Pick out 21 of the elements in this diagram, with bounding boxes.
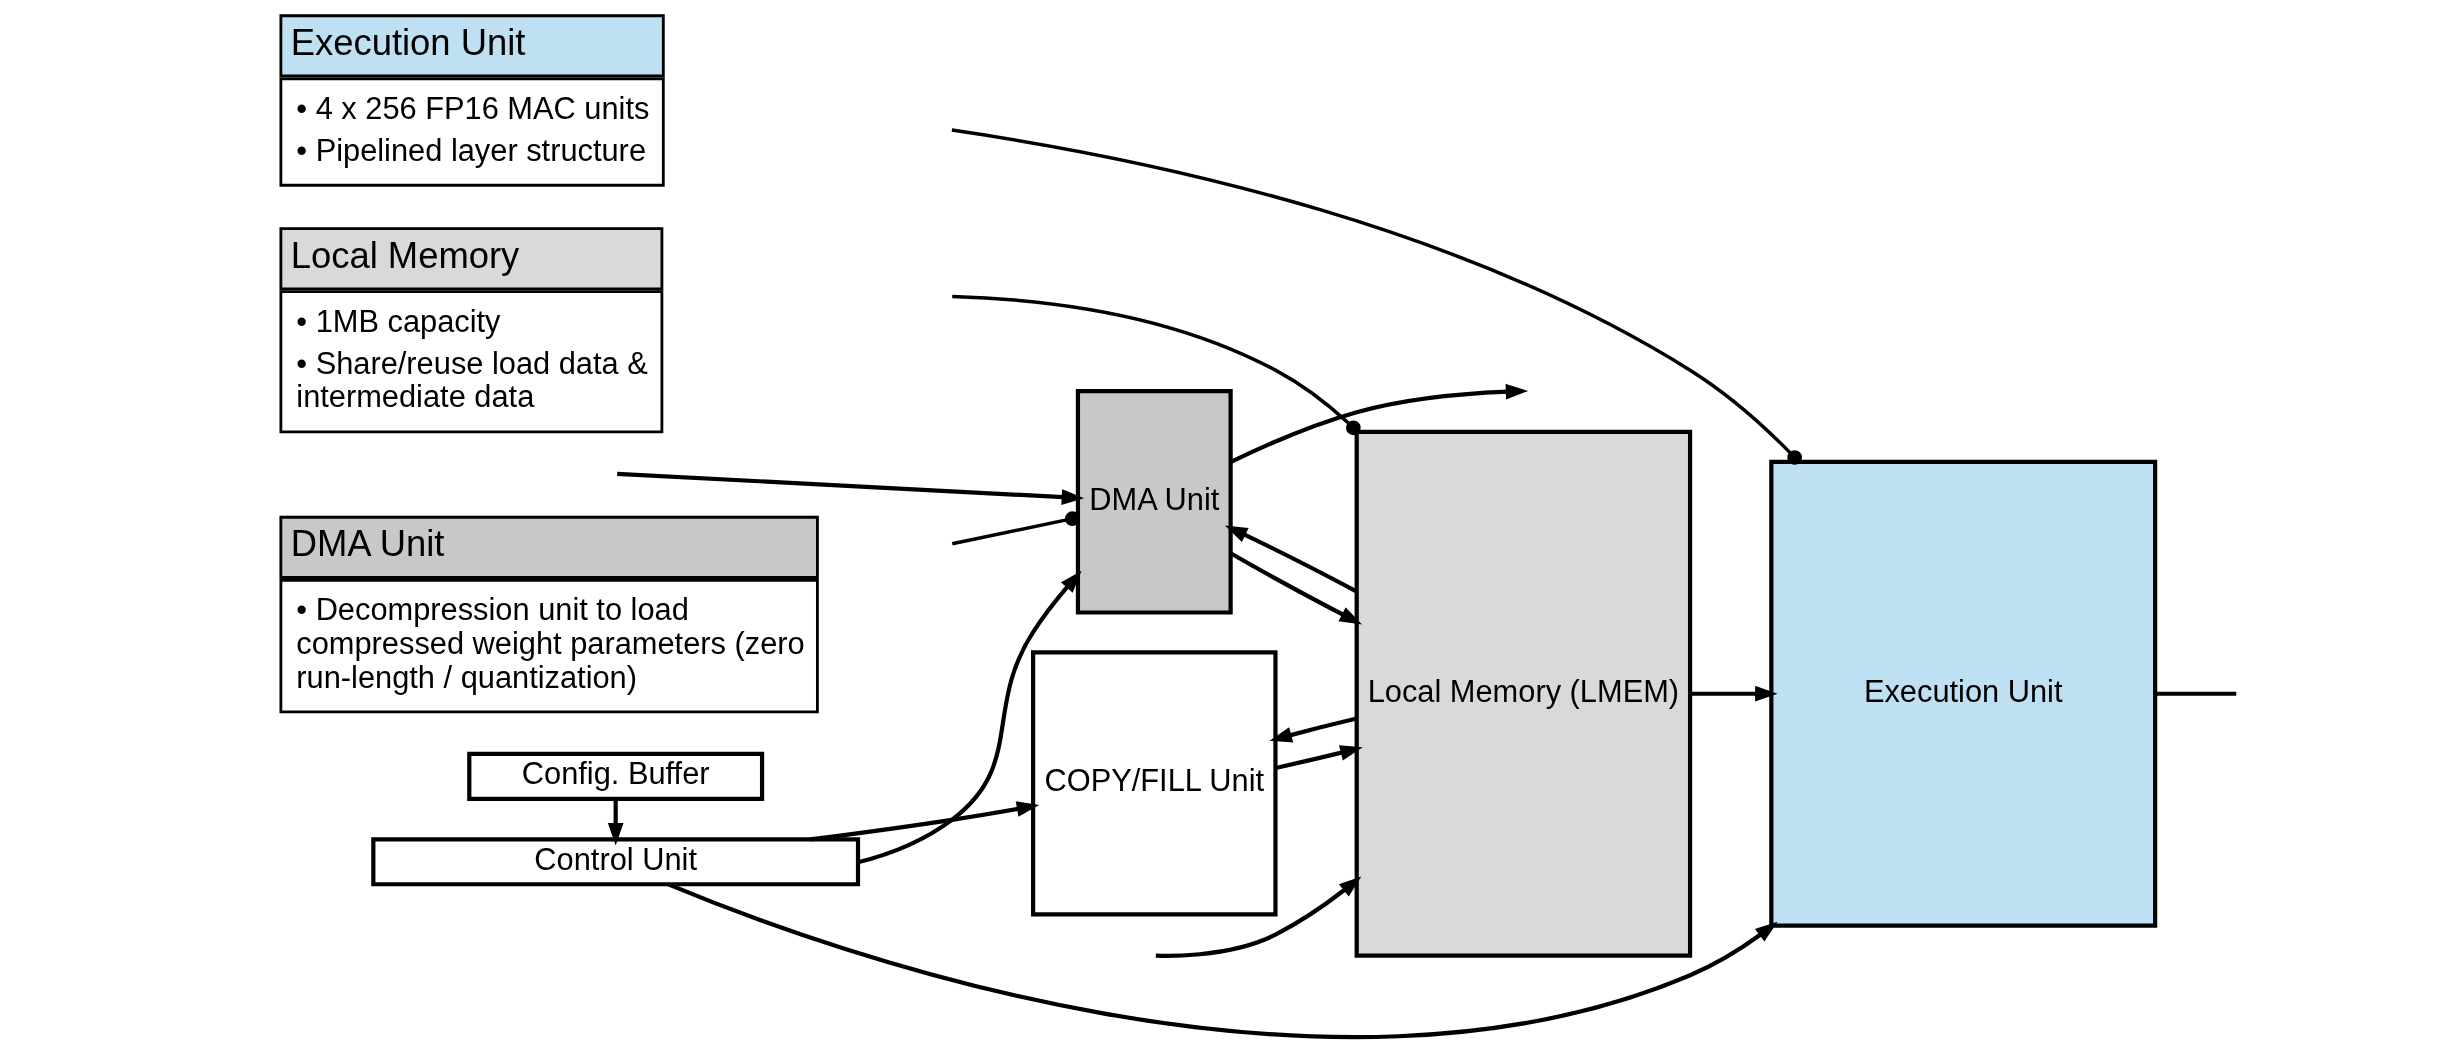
- arrow: [857, 570, 1082, 865]
- node-box: COPY/FILL Unit: [1031, 650, 1278, 917]
- node-box: Config. Buffer: [467, 751, 765, 801]
- arrow: [1275, 745, 1363, 770]
- connector: [2155, 691, 2237, 696]
- arrow: [810, 801, 1040, 842]
- arrow: [1269, 716, 1358, 743]
- arrow: [1230, 383, 1529, 464]
- arrow: [607, 798, 624, 846]
- arrow: [617, 471, 1085, 505]
- arrow: [1229, 551, 1362, 625]
- arrow: [1690, 685, 1778, 702]
- node-box: Execution Unit: [1769, 459, 2158, 928]
- arrow: [1224, 525, 1358, 594]
- arrow: [667, 882, 1778, 1039]
- node-box: Control Unit: [371, 837, 861, 887]
- connector: [951, 128, 1802, 465]
- node-box: DMA Unit: [1075, 389, 1233, 615]
- arrow: [1155, 876, 1362, 958]
- connector: [952, 294, 1361, 436]
- node-box: Local Memory (LMEM): [1354, 429, 1693, 958]
